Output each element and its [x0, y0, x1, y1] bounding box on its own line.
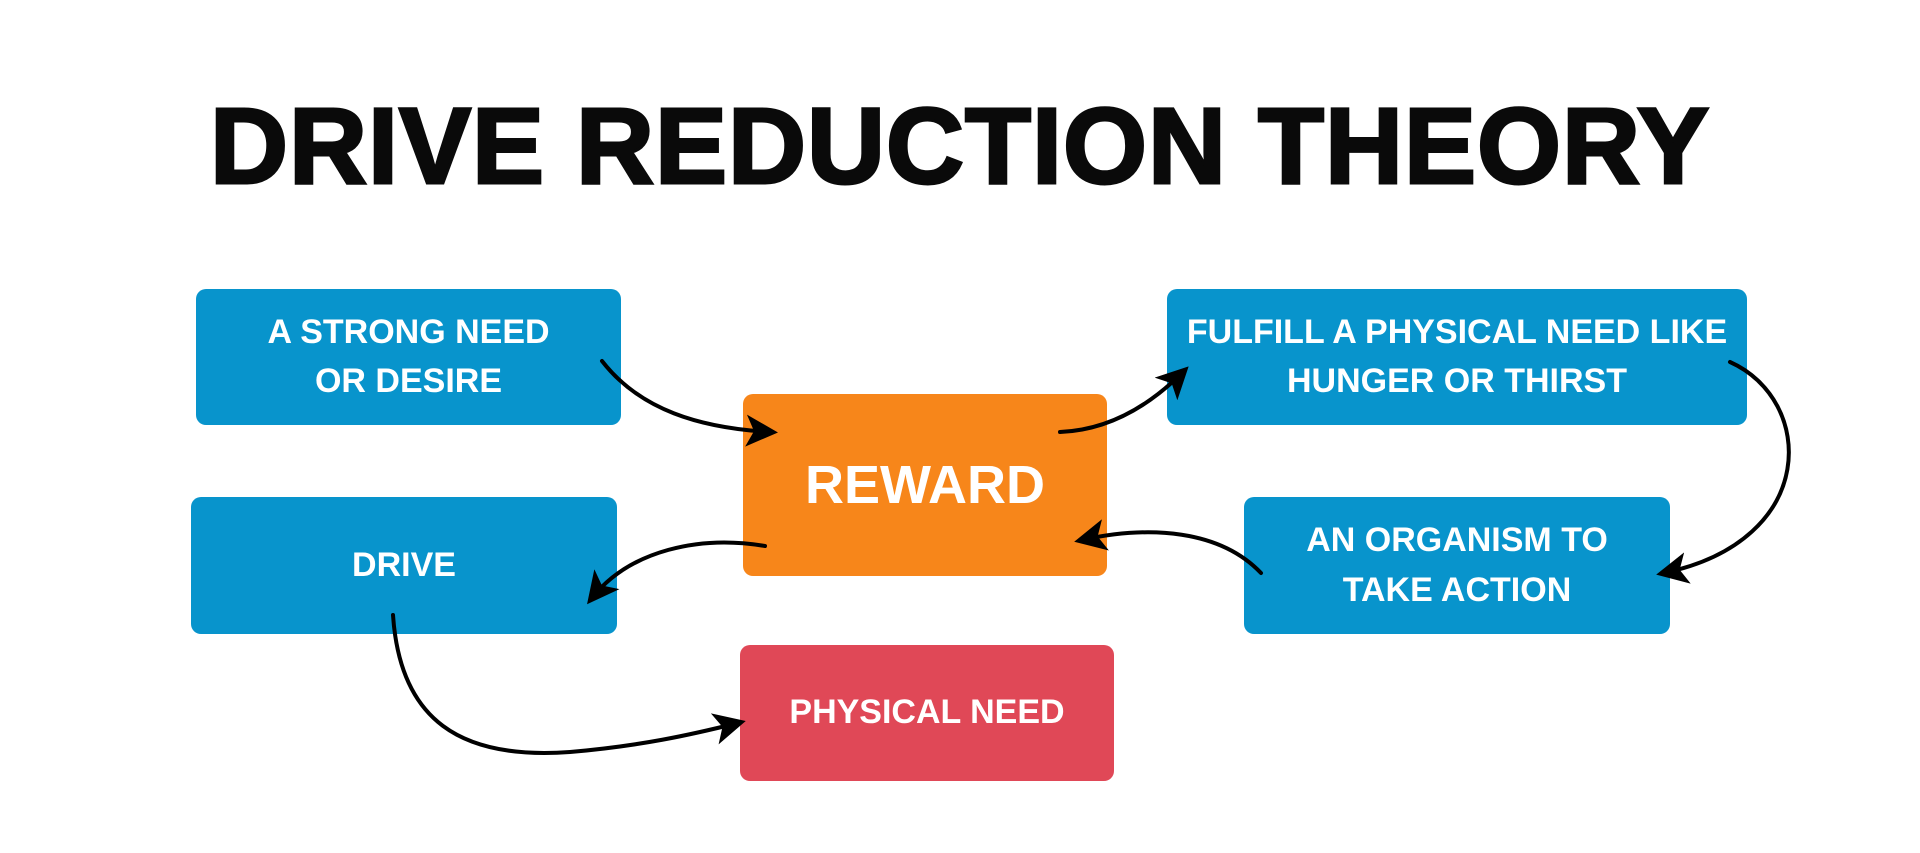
node-physical-need: PHYSICAL NEED	[740, 645, 1114, 781]
arrow-fulfill-to-organism	[1656, 360, 1791, 584]
node-label: AN ORGANISM TO TAKE ACTION	[1306, 521, 1608, 609]
node-label: FULFILL A PHYSICAL NEED LIKE HUNGER OR T…	[1186, 312, 1728, 400]
node-label: DRIVE	[352, 545, 456, 584]
arrow-organism-to-reward	[1074, 519, 1263, 575]
arrow-reward-to-fulfill	[1058, 366, 1189, 434]
node-label: PHYSICAL NEED	[789, 693, 1065, 732]
node-drive: DRIVE	[191, 497, 617, 634]
arrow-need-to-reward	[600, 359, 778, 447]
node-label: A STRONG NEED OR DESIRE	[267, 312, 550, 400]
node-fulfill: FULFILL A PHYSICAL NEED LIKE HUNGER OR T…	[1167, 289, 1747, 425]
arrow-reward-to-drive	[587, 540, 767, 605]
node-strong-need: A STRONG NEED OR DESIRE	[196, 289, 621, 425]
node-reward: REWARD	[743, 394, 1107, 576]
node-label: REWARD	[805, 454, 1045, 515]
arrow-drive-to-physical-need	[391, 613, 746, 755]
node-organism: AN ORGANISM TO TAKE ACTION	[1244, 497, 1670, 634]
diagram-title: DRIVE REDUCTION THEORY	[208, 85, 1711, 206]
